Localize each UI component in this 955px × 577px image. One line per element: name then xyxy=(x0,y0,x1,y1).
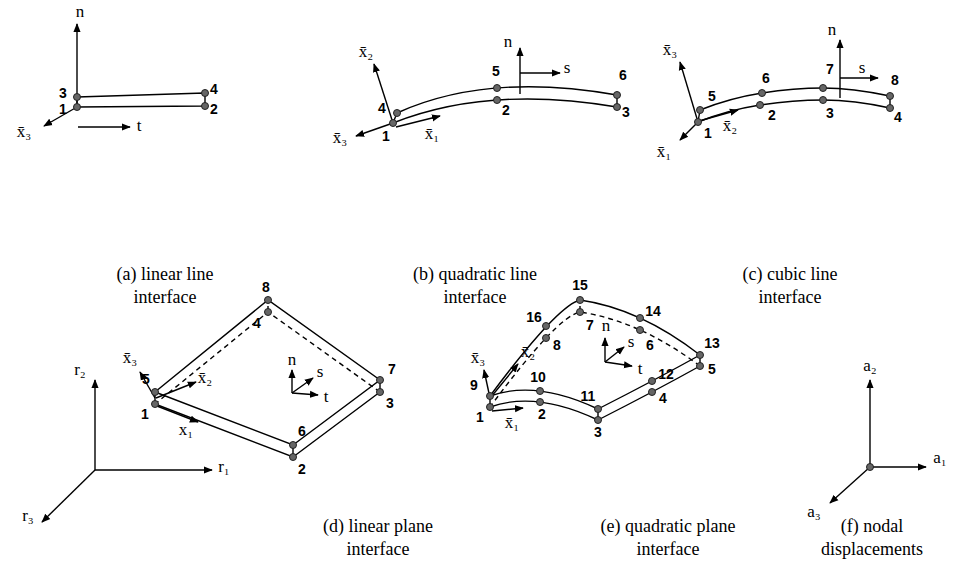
axis-label: x̄₁ xyxy=(505,414,519,433)
axis-label: x̄₃ xyxy=(333,129,347,148)
axis-label: a₃ xyxy=(807,503,820,522)
axis-label: r₂ xyxy=(74,361,86,380)
axis-label: a₂ xyxy=(863,357,876,376)
node-number: 14 xyxy=(645,304,661,319)
node-number: 4 xyxy=(894,110,902,125)
node-number: 15 xyxy=(572,278,588,293)
node-number: 6 xyxy=(619,68,627,83)
node-number: 9 xyxy=(470,378,478,393)
node-number: 5 xyxy=(708,89,716,104)
panel-caption: (b) quadratic line interface xyxy=(385,263,565,310)
node-number: 7 xyxy=(826,62,834,77)
node-number: 3 xyxy=(594,425,602,440)
axis-label: x̄₃ xyxy=(663,41,677,60)
node-number: 4 xyxy=(253,316,261,331)
node-number: 6 xyxy=(646,338,654,353)
axis-label: r₁ xyxy=(218,458,230,477)
panel-caption: (a) linear line interface xyxy=(90,263,240,310)
node-number: 4 xyxy=(210,82,218,97)
node-number: 4 xyxy=(378,101,386,116)
axis-label: t xyxy=(638,360,643,379)
node-number: 11 xyxy=(581,389,596,404)
axis-label: n xyxy=(504,33,513,52)
axis-label: t xyxy=(324,388,329,407)
axis-label: s xyxy=(628,333,635,352)
node-number: 1 xyxy=(476,410,484,425)
node-number: 2 xyxy=(538,407,546,422)
node-number: 2 xyxy=(768,108,776,123)
node-number: 5 xyxy=(142,372,150,387)
axis-label: x̄₃ xyxy=(123,349,137,368)
node-number: 1 xyxy=(59,102,67,117)
node-number: 5 xyxy=(708,362,716,377)
axis-label: s xyxy=(564,59,571,78)
node-number: 2 xyxy=(298,462,306,477)
axis-label: x̄₃ xyxy=(471,349,485,368)
axis-label: x̄₂ xyxy=(359,43,373,62)
axis-label: x̄₁ xyxy=(425,125,439,144)
node-number: 5 xyxy=(492,64,500,79)
axis-label: x̄₁ xyxy=(657,143,671,162)
axis-label: r₃ xyxy=(22,507,34,526)
axis-label: t xyxy=(137,117,142,136)
axis-label: n xyxy=(828,21,837,40)
node-number: 8 xyxy=(553,338,561,353)
node-number: 13 xyxy=(704,336,720,351)
node-number: 16 xyxy=(526,310,542,325)
axis-label: x̄₃ xyxy=(17,123,31,142)
node-number: 3 xyxy=(826,106,834,121)
node-number: 2 xyxy=(210,102,218,117)
axis-label: x₁ xyxy=(179,421,193,440)
panel-caption: (e) quadratic plane interface xyxy=(576,515,761,562)
node-number: 3 xyxy=(59,86,67,101)
panel-caption: (f) nodal displacements xyxy=(807,515,937,562)
node-number: 7 xyxy=(388,362,396,377)
axis-label: n xyxy=(288,351,297,370)
panel-caption: (d) linear plane interface xyxy=(296,515,461,562)
axis-label: a₁ xyxy=(933,449,946,468)
axis-label: n xyxy=(76,3,85,22)
node-number: 1 xyxy=(382,129,390,144)
axis-label: n xyxy=(602,317,611,336)
node-number: 6 xyxy=(762,71,770,86)
axis-label: x̄₂ xyxy=(723,117,737,136)
node-number: 2 xyxy=(502,103,510,118)
node-number: 8 xyxy=(262,280,270,295)
node-number: 1 xyxy=(704,126,712,141)
node-number: 3 xyxy=(622,105,630,120)
axis-label: x̄₂ xyxy=(521,343,535,362)
node-number: 6 xyxy=(298,424,306,439)
node-number: 10 xyxy=(530,370,546,385)
node-number: 3 xyxy=(386,396,394,411)
node-number: 1 xyxy=(141,407,149,422)
node-number: 12 xyxy=(658,367,674,382)
node-number: 4 xyxy=(659,391,667,406)
node-number: 7 xyxy=(586,318,594,333)
axis-label: s xyxy=(317,363,324,382)
node-number: 8 xyxy=(891,73,899,88)
axis-label: x̄₂ xyxy=(198,369,212,388)
axis-label: s xyxy=(859,59,866,78)
panel-caption: (c) cubic line interface xyxy=(715,263,865,310)
